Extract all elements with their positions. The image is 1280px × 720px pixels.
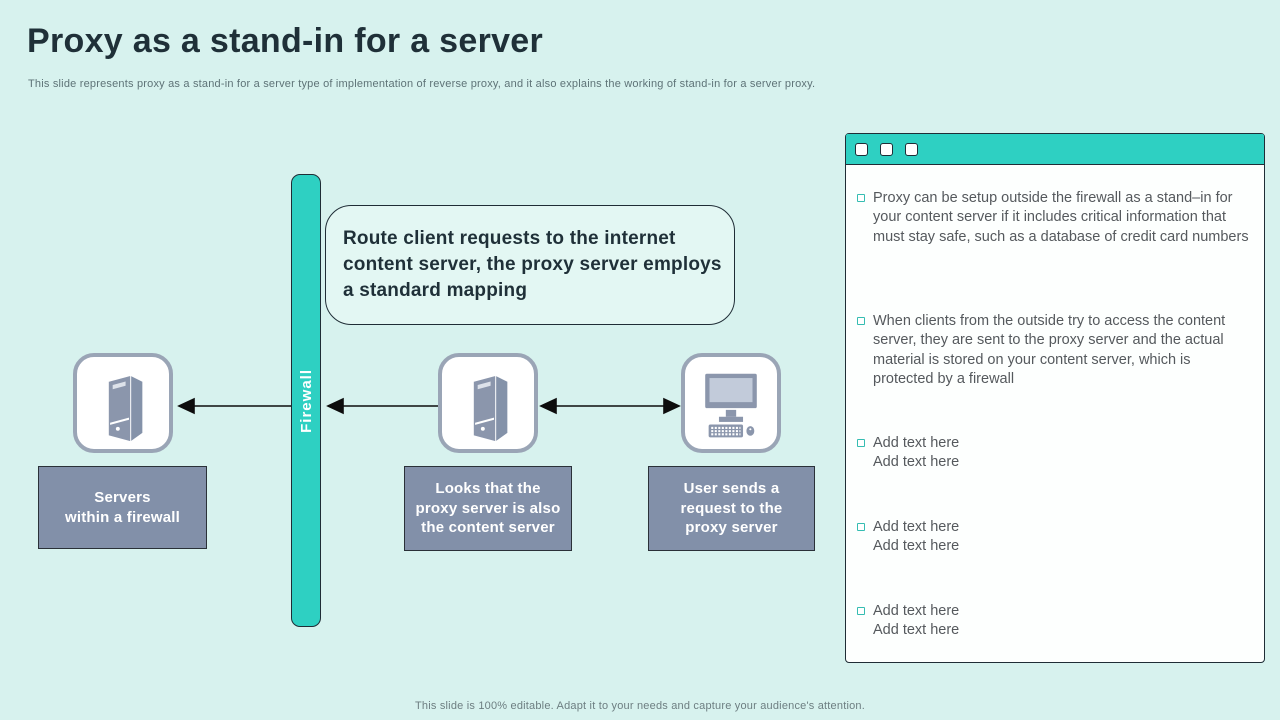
list-item: Proxy can be setup outside the firewall … bbox=[857, 189, 1256, 247]
arrow-left-icon bbox=[177, 397, 195, 415]
window-square-icon bbox=[855, 142, 868, 156]
page-title: Proxy as a stand-in for a server bbox=[27, 22, 544, 60]
bullet-marker-icon bbox=[857, 439, 865, 447]
slide-footer: This slide is 100% editable. Adapt it to… bbox=[415, 700, 865, 712]
bullet-marker-icon bbox=[857, 523, 865, 531]
desktop-computer-icon bbox=[705, 373, 757, 438]
bullet-marker-icon bbox=[857, 317, 865, 325]
label-text: Servers within a firewall bbox=[64, 488, 181, 526]
firewall-label: Firewall bbox=[297, 368, 315, 433]
info-panel: Proxy can be setup outside the firewall … bbox=[845, 133, 1265, 663]
list-item: When clients from the outside try to acc… bbox=[857, 312, 1256, 390]
firewall-bar: Firewall bbox=[291, 174, 321, 627]
window-square-icon bbox=[880, 142, 893, 156]
label-user-sends-request: User sends a request to the proxy server bbox=[648, 466, 815, 551]
server-tower-icon bbox=[107, 374, 144, 443]
bullet-text: Proxy can be setup outside the firewall … bbox=[873, 190, 1249, 245]
list-item: Add text here Add text here bbox=[857, 602, 1256, 641]
slide-subtitle: This slide represents proxy as a stand-i… bbox=[28, 78, 816, 90]
bullet-text: Add text here Add text here bbox=[873, 435, 960, 471]
bullet-text: When clients from the outside try to acc… bbox=[873, 313, 1226, 388]
label-text: Looks that the proxy server is also the … bbox=[415, 479, 561, 537]
bullet-marker-icon bbox=[857, 194, 865, 202]
label-text: User sends a request to the proxy server bbox=[680, 479, 783, 537]
callout-box: Route client requests to the internet co… bbox=[325, 205, 735, 325]
node-user-computer bbox=[681, 353, 781, 453]
list-item: Add text here Add text here bbox=[857, 518, 1256, 557]
arrow-both-icon bbox=[663, 397, 681, 415]
node-content-server bbox=[73, 353, 173, 453]
node-proxy-server bbox=[438, 353, 538, 453]
bullet-text: Add text here Add text here bbox=[873, 603, 960, 639]
bullet-marker-icon bbox=[857, 607, 865, 615]
bullet-text: Add text here Add text here bbox=[873, 519, 960, 555]
list-item: Add text here Add text here bbox=[857, 434, 1256, 473]
panel-header bbox=[846, 134, 1264, 165]
callout-text: Route client requests to the internet co… bbox=[343, 227, 722, 302]
arrow-both-icon bbox=[539, 397, 557, 415]
window-square-icon bbox=[905, 142, 918, 156]
arrow-left-icon bbox=[326, 397, 344, 415]
label-servers-within-firewall: Servers within a firewall bbox=[38, 466, 207, 549]
server-tower-icon bbox=[472, 374, 509, 443]
label-proxy-looks-like-content-server: Looks that the proxy server is also the … bbox=[404, 466, 572, 551]
